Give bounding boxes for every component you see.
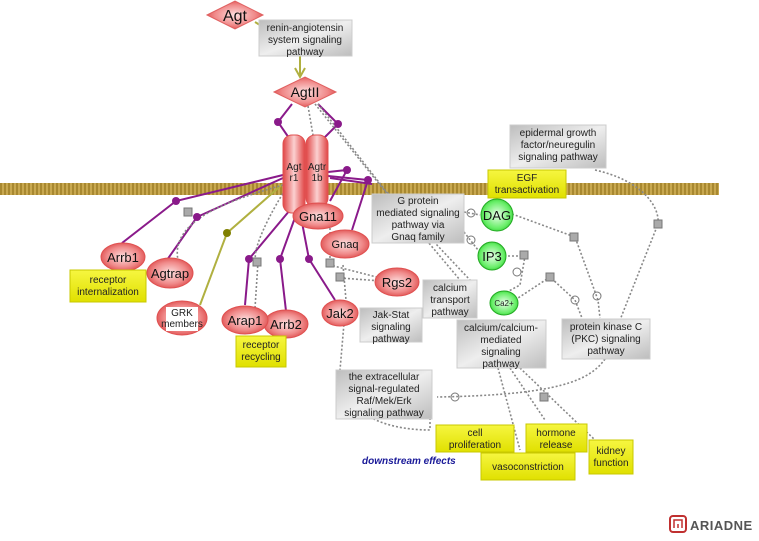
svg-text:Ca2+: Ca2+ <box>494 299 514 308</box>
downstream-effects-label: downstream effects <box>362 456 456 467</box>
node-rgs2[interactable]: Rgs2 <box>374 267 420 297</box>
svg-text:vasoconstriction: vasoconstriction <box>492 462 564 473</box>
svg-text:Gnaq: Gnaq <box>332 239 359 251</box>
node-agtrap[interactable]: Agtrap <box>146 257 194 289</box>
node-arrb2[interactable]: Arrb2 <box>263 309 309 339</box>
svg-text:ARIADNE: ARIADNE <box>690 518 753 533</box>
ariadne-logo: ARIADNE <box>669 515 753 533</box>
svg-text:Jak2: Jak2 <box>326 306 353 321</box>
node-gnaq[interactable]: Gnaq <box>320 229 370 259</box>
svg-text:Rgs2: Rgs2 <box>382 275 412 290</box>
node-agtii[interactable]: AgtII <box>272 76 338 108</box>
svg-text:Agtrap: Agtrap <box>151 266 189 281</box>
svg-text:Arap1: Arap1 <box>228 313 263 328</box>
cell-membrane <box>0 183 719 195</box>
svg-text:DAG: DAG <box>483 208 511 223</box>
node-gna11[interactable]: Gna11 <box>292 202 344 230</box>
node-ca2[interactable]: Ca2+ <box>489 290 519 316</box>
node-arap1[interactable]: Arap1 <box>221 305 269 335</box>
node-dag[interactable]: DAG <box>480 198 514 232</box>
node-agt[interactable]: Agt <box>205 0 265 30</box>
svg-text:Gna11: Gna11 <box>299 209 337 224</box>
node-agt-label: Agt <box>223 8 248 25</box>
svg-text:Arrb2: Arrb2 <box>270 317 302 332</box>
effect-vasoconstriction[interactable]: vasoconstriction <box>480 452 576 481</box>
node-agtii-label: AgtII <box>291 84 320 100</box>
node-ip3[interactable]: IP3 <box>477 241 507 271</box>
node-arrb1[interactable]: Arrb1 <box>100 242 146 272</box>
svg-text:Arrb1: Arrb1 <box>107 250 139 265</box>
node-jak2[interactable]: Jak2 <box>321 299 359 327</box>
interaction-markers <box>172 118 663 402</box>
svg-text:IP3: IP3 <box>482 249 502 264</box>
